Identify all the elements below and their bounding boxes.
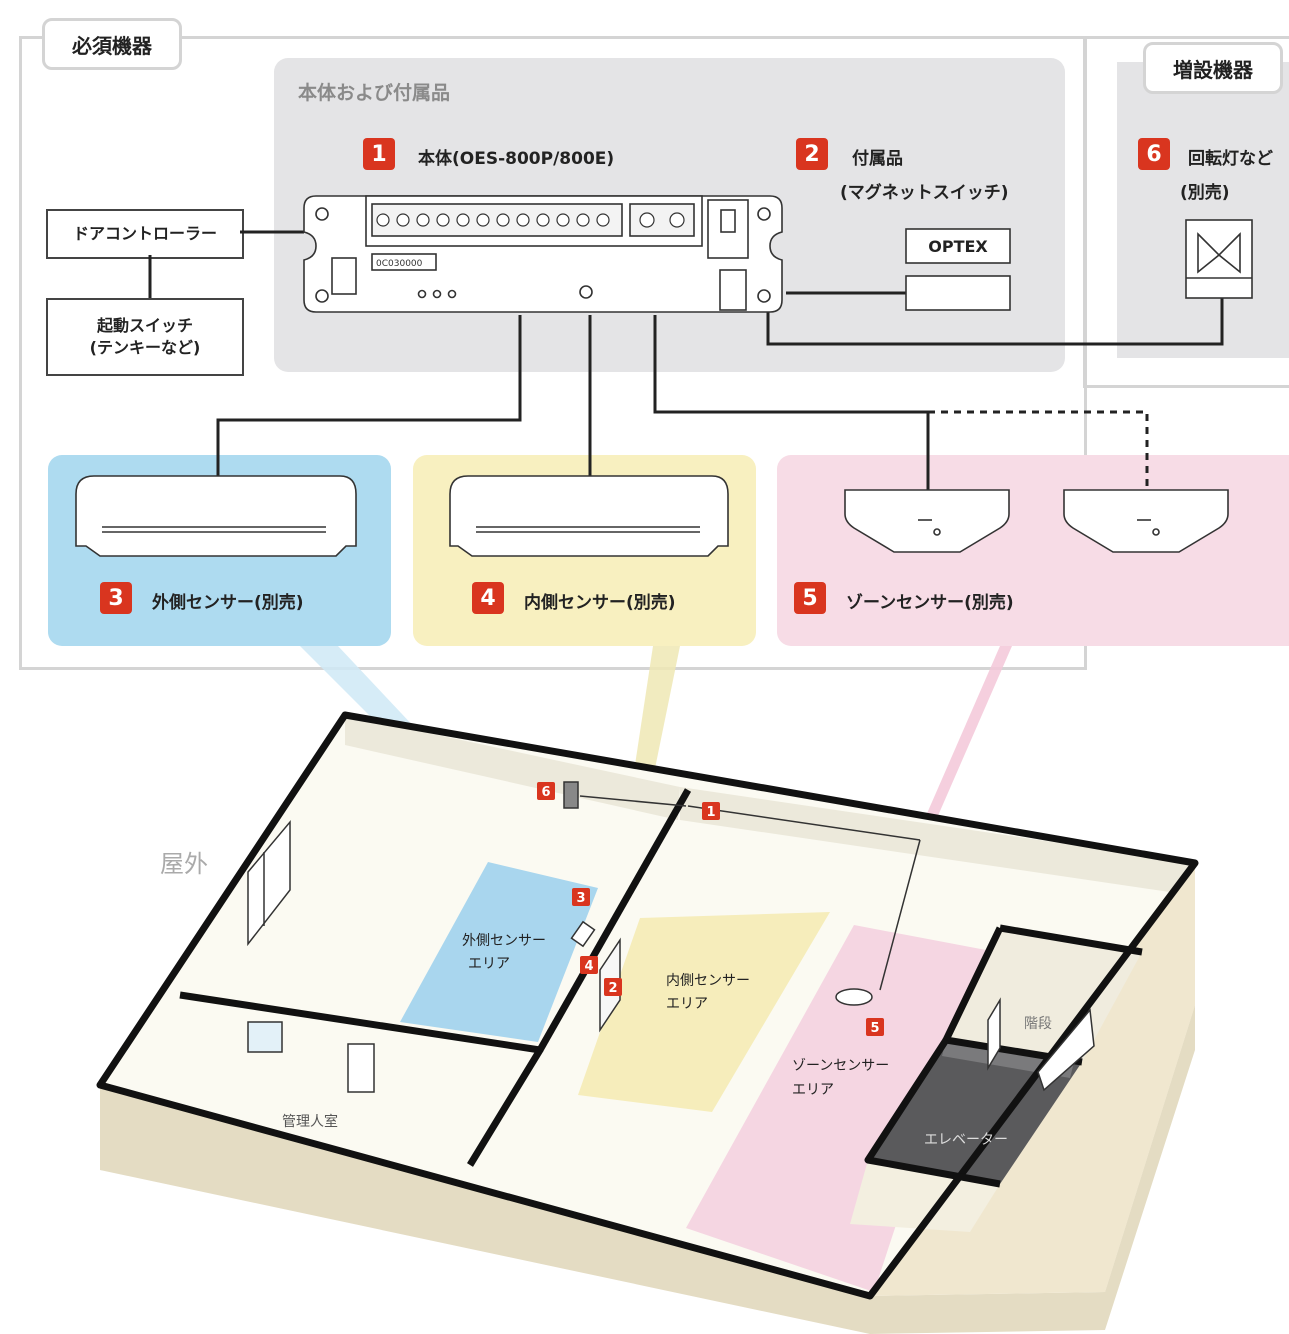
main-unit-panel-title: 本体および付属品 xyxy=(298,82,451,104)
main-unit-label: 本体(OES-800P/800E) xyxy=(418,149,615,169)
stairs-label: 階段 xyxy=(1024,1016,1052,1032)
badge-6: 6 xyxy=(1138,138,1170,170)
marker-1: 1 xyxy=(706,805,715,820)
optional-zone-wire xyxy=(928,410,1149,490)
inner-sensor-device xyxy=(449,475,729,557)
badge-3: 3 xyxy=(100,582,132,614)
badge-2: 2 xyxy=(796,138,828,170)
badge-5: 5 xyxy=(794,582,826,614)
walls xyxy=(96,711,1199,1300)
badge-1: 1 xyxy=(363,138,395,170)
zone-sensor-optional-device xyxy=(1063,489,1229,553)
marker-6: 6 xyxy=(541,785,550,800)
zone-sensor-panel xyxy=(777,455,1289,646)
optional-equipment-panel xyxy=(1117,62,1289,358)
outer-sensor-label: 外側センサー(別売) xyxy=(152,593,304,613)
outer-sensor-area xyxy=(400,862,598,1042)
zone-sensor-area xyxy=(686,925,986,1292)
rotary-light-device xyxy=(1185,219,1253,299)
manager-room-label: 管理人室 xyxy=(282,1113,338,1130)
optex-brand: OPTEX xyxy=(928,237,988,256)
rotary-light-label-line2: (別売) xyxy=(1180,183,1230,203)
zone-sensor-device xyxy=(844,489,1010,553)
marker-5: 5 xyxy=(870,1021,879,1036)
door-controller-label: ドアコントローラー xyxy=(72,224,217,244)
floor-plan: 6 1 3 4 2 5 屋外 外側センサー エリア 内側センサー エリア ゾーン… xyxy=(96,646,1199,1334)
outer-area-label-1: 外側センサー xyxy=(462,933,546,949)
elevator-label: エレベーター xyxy=(924,1132,1008,1148)
outer-area-label-2: エリア xyxy=(468,956,510,972)
door-controller-box: ドアコントローラー xyxy=(46,209,244,259)
marker-3: 3 xyxy=(576,891,585,906)
fixtures xyxy=(247,781,1095,1093)
inner-sensor-area xyxy=(578,912,830,1112)
schematic-drawing: 0C030000 OPTEX xyxy=(75,195,1253,557)
zone-sensor-label: ゾーンセンサー(別売) xyxy=(846,593,1014,613)
outer-sensor-device xyxy=(75,475,357,557)
terminal-block xyxy=(376,212,685,228)
zone-area-label-1: ゾーンセンサー xyxy=(792,1058,889,1074)
optional-equipment-frame xyxy=(1083,36,1289,388)
marker-2: 2 xyxy=(608,981,617,996)
zone-area-label-2: エリア xyxy=(792,1082,834,1098)
optional-equipment-title: 増設機器 xyxy=(1143,42,1283,94)
accessory-label-line1: 付属品 xyxy=(852,149,903,169)
badge-4: 4 xyxy=(472,582,504,614)
inner-area-label-2: エリア xyxy=(666,996,708,1012)
marker-4: 4 xyxy=(584,959,593,974)
floor-markers xyxy=(537,782,884,1036)
accessory-label-line2: (マグネットスイッチ) xyxy=(840,183,1009,203)
start-switch-label-line1: 起動スイッチ xyxy=(96,316,193,336)
main-unit-device xyxy=(303,195,783,313)
inner-area-label-1: 内側センサー xyxy=(666,973,750,989)
magnet-switch-device xyxy=(905,228,1011,311)
outside-label: 屋外 xyxy=(160,850,208,878)
inner-sensor-label: 内側センサー(別売) xyxy=(524,593,676,613)
start-switch-box: 起動スイッチ (テンキーなど) xyxy=(46,298,244,376)
required-equipment-title: 必須機器 xyxy=(42,18,182,70)
wiring xyxy=(148,230,1224,490)
rotary-light-label-line1: 回転灯など xyxy=(1188,149,1273,169)
start-switch-label-line2: (テンキーなど) xyxy=(89,338,201,357)
dip-switch-text: 0C030000 xyxy=(376,259,423,269)
elevator-room xyxy=(868,1040,1082,1184)
